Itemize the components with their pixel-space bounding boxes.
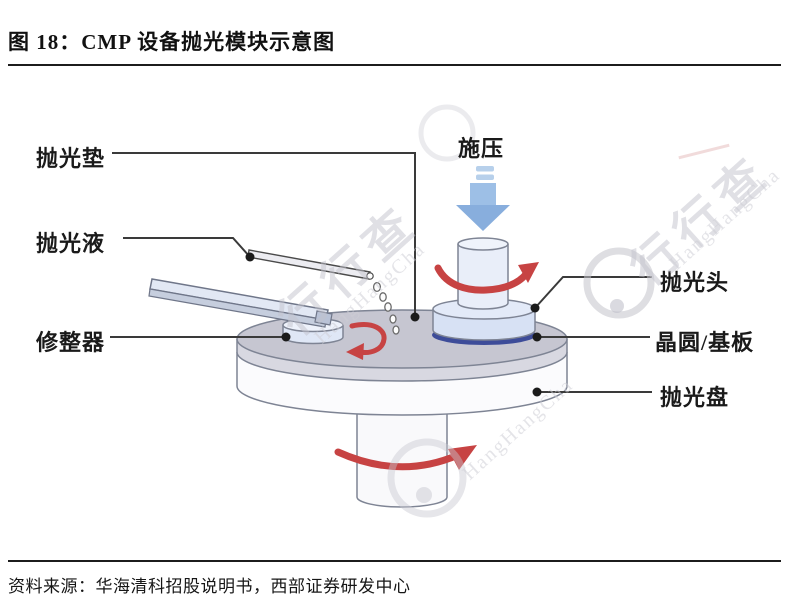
label-conditioner: 修整器 [36,330,106,355]
platen-rotation-arrow [334,445,477,471]
label-polishing-head: 抛光头 [660,270,730,295]
conditioner [148,278,344,345]
watermark-logo-icon [387,104,655,518]
source-divider [8,560,781,562]
head-rotation-arrow [434,262,539,294]
label-polishing-pad: 抛光垫 [36,146,106,171]
label-slurry: 抛光液 [36,231,106,256]
platen-shaft [356,400,448,508]
label-wafer-substrate: 晶圆/基板 [655,330,755,355]
figure-title: 图 18：CMP 设备抛光模块示意图 [8,30,336,54]
title-divider [8,64,781,66]
label-platen: 抛光盘 [660,385,730,410]
head-shaft [457,244,509,310]
callout-leader-lines [110,152,652,397]
source-note: 资料来源：华海清科招股说明书，西部证券研发中心 [8,577,411,596]
slurry-droplets [372,281,400,335]
polishing-head-assembly [432,237,539,345]
conditioner-rotation-arrow [346,322,387,360]
label-pressure: 施压 [458,136,505,161]
pressure-arrow [456,166,510,231]
